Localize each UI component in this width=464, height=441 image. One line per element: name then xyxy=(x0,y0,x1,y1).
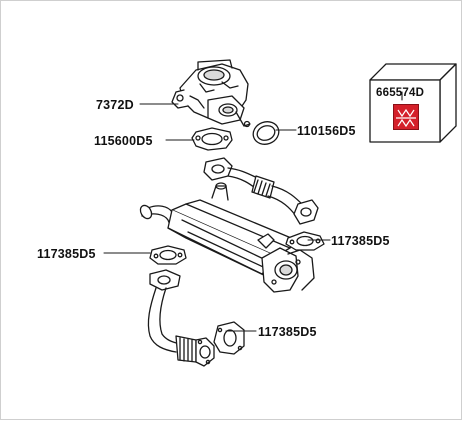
label-pipe-gasket-bottom: 117385D5 xyxy=(258,325,317,339)
label-cooler-gasket-left: 117385D5 xyxy=(37,247,96,261)
kit-box[interactable] xyxy=(369,63,457,143)
lower-egr-pipe[interactable] xyxy=(147,269,215,367)
label-egr-valve: 7372D xyxy=(96,98,134,112)
label-valve-gasket: 115600D5 xyxy=(94,134,153,148)
diagram-frame xyxy=(0,0,462,420)
o-ring[interactable] xyxy=(250,118,282,148)
cooler-gasket-right[interactable] xyxy=(285,231,325,251)
leader-lines xyxy=(103,91,403,332)
label-kit-box: 665574D xyxy=(376,87,425,99)
egr-cooler[interactable] xyxy=(138,182,315,293)
cooler-gasket-left[interactable] xyxy=(149,245,187,265)
egr-valve[interactable] xyxy=(171,59,251,128)
pipe-gasket-bottom[interactable] xyxy=(213,321,245,355)
upper-egr-pipe[interactable] xyxy=(203,157,319,225)
label-cooler-gasket-right: 117385D5 xyxy=(331,234,390,248)
valve-gasket[interactable] xyxy=(191,127,233,151)
manufacturer-logo-icon xyxy=(393,104,419,130)
label-o-ring: 110156D5 xyxy=(297,124,356,138)
